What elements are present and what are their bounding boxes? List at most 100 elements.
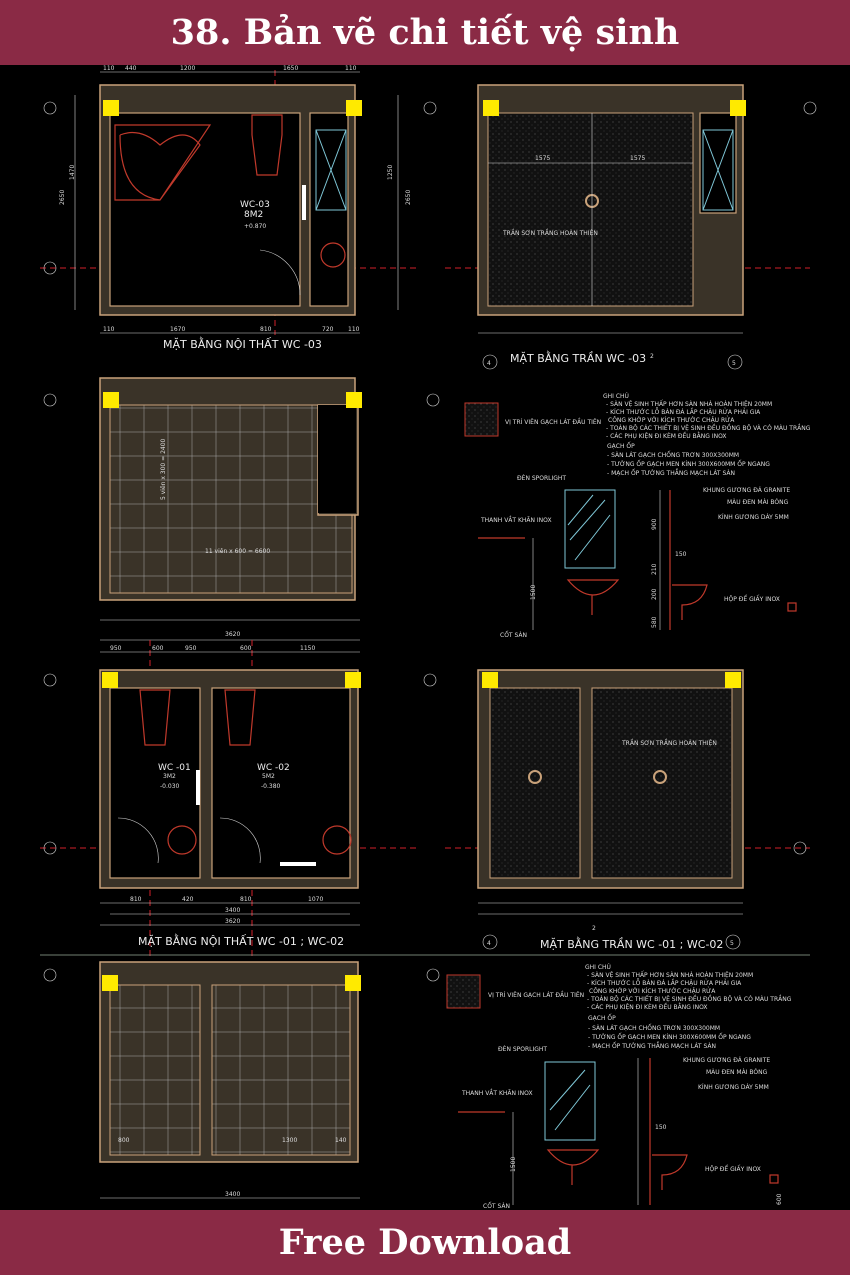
dim: 110 — [103, 326, 115, 333]
title-banner: 38. Bản vẽ chi tiết vệ sinh — [0, 0, 850, 65]
dim: 150 — [655, 1124, 667, 1131]
ceiling-note: TRẦN SƠN TRẮNG HOÀN THIỆN — [502, 229, 598, 237]
note-label: VỊ TRÍ VIÊN GẠCH LÁT ĐẦU TIÊN — [488, 991, 584, 999]
room-area: 8M2 — [244, 210, 263, 220]
callout: THANH VẮT KHĂN INOX — [461, 1089, 533, 1097]
free-download-label[interactable]: Free Download — [278, 1222, 572, 1263]
note-item: - CÁC PHỤ KIỆN ĐI KÈM ĐỀU BẰNG INOX — [606, 432, 727, 440]
dim: 600 — [776, 1193, 783, 1205]
wc0102-ceiling-plan: TRẦN SƠN TRẮNG HOÀN THIỆN 4 5 2 MẶT BẰNG… — [423, 669, 810, 951]
axis-marker: 4 — [487, 940, 491, 947]
room-level: -0.380 — [261, 783, 281, 790]
dim: 810 — [130, 896, 142, 903]
dim: 420 — [182, 896, 194, 903]
dim: 800 — [118, 1137, 130, 1144]
dim: 1250 — [387, 165, 394, 180]
dim: 1200 — [180, 65, 195, 72]
wc0102-interior-plan: WC -01 3M2 -0.030 WC -02 5M2 -0.380 950 … — [40, 640, 420, 960]
dim: 2650 — [405, 190, 412, 205]
room-name: WC-03 — [240, 200, 270, 210]
download-banner[interactable]: Free Download — [0, 1210, 850, 1275]
room-area: 5M2 — [262, 773, 275, 780]
room-name: WC -01 — [158, 763, 191, 773]
dim: 110 — [348, 326, 360, 333]
callout: KÍNH GƯƠNG DÀY 5MM — [718, 514, 789, 521]
dim: 720 — [322, 326, 334, 333]
dim: 200 — [651, 588, 658, 600]
note-item: - TƯỜNG ỐP GẠCH MEN KÍNH 300X600MM ỐP NG… — [588, 1033, 751, 1041]
dim: 1650 — [283, 65, 298, 72]
note-item: - TƯỜNG ỐP GẠCH MEN KÍNH 300X600MM ỐP NG… — [607, 460, 770, 468]
room-name: WC -02 — [257, 763, 290, 773]
section-marker: 2 — [650, 353, 654, 360]
dim: 810 — [260, 326, 272, 333]
dim: 810 — [240, 896, 252, 903]
wc03-ceiling-plan: 1575 1575 TRẦN SƠN TRẮNG HOÀN THIỆN 4 5 … — [423, 84, 817, 370]
plan-title: MẶT BẰNG NỘI THẤT WC -03 — [163, 337, 322, 351]
wc03-tile-plan: 11 viên x 600 = 6600 5 viên x 300 = 2400… — [43, 377, 440, 641]
notes-block-2: VỊ TRÍ VIÊN GẠCH LÁT ĐẦU TIÊN GHI CHÚ - … — [446, 964, 792, 1210]
callout: HỘP ĐỂ GIẤY INOX — [724, 595, 780, 603]
note-item: CÔNG KHỚP VỚI KÍCH THƯỚC CHẬU RỬA — [589, 987, 716, 995]
note-heading: GẠCH ỐP — [607, 442, 635, 450]
plan-title: MẶT BẰNG TRẦN WC -03 — [510, 351, 646, 365]
callout: CỐT SÀN — [500, 631, 527, 639]
note-item: - KÍCH THƯỚC LỖ BÀN ĐÁ LẮP CHẬU RỬA PHẢI… — [587, 979, 742, 987]
note-item: - SÀN LÁT GẠCH CHỐNG TRƠN 300X300MM — [588, 1024, 720, 1032]
dim: 1670 — [170, 326, 185, 333]
dim: 1575 — [630, 155, 645, 162]
cad-drawing-sheet: WC-03 8M2 +0.870 110 440 1200 1650 110 1… — [40, 65, 817, 1210]
note-item: - SÀN LÁT GẠCH CHỐNG TRƠN 300X300MM — [607, 451, 739, 459]
dim: 1300 — [282, 1137, 297, 1144]
callout: HỘP ĐỂ GIẤY INOX — [705, 1165, 761, 1173]
axis-marker: 4 — [487, 360, 491, 367]
section-marker: 2 — [592, 925, 596, 932]
note-label: VỊ TRÍ VIÊN GẠCH LÁT ĐẦU TIÊN — [505, 418, 601, 426]
dim: 110 — [345, 65, 357, 72]
dim: 2650 — [59, 190, 66, 205]
callout: ĐÈN SPORLIGHT — [498, 1045, 547, 1053]
note-heading: GẠCH ỐP — [588, 1014, 616, 1022]
note-heading: GHI CHÚ — [585, 964, 611, 971]
note-heading: GHI CHÚ — [603, 393, 629, 400]
axis-marker: 5 — [730, 940, 734, 947]
dim: 11 viên x 600 = 6600 — [205, 548, 270, 555]
callout: MÀU ĐEN MÀI BÓNG — [706, 1069, 768, 1076]
dim: 210 — [651, 563, 658, 575]
dim: 3400 — [225, 907, 240, 914]
dim: 950 — [185, 645, 197, 652]
callout: CỐT SÀN — [483, 1202, 510, 1210]
callout: THANH VẮT KHĂN INOX — [480, 516, 552, 524]
dim: 600 — [240, 645, 252, 652]
room-level: +0.870 — [244, 223, 266, 230]
room-level: -0.030 — [160, 783, 180, 790]
note-item: - MẠCH ỐP TƯỜNG THẲNG MẠCH LÁT SÀN — [607, 469, 735, 477]
note-item: - MẠCH ỐP TƯỜNG THẲNG MẠCH LÁT SÀN — [588, 1042, 716, 1050]
dim: 1575 — [535, 155, 550, 162]
dim: 580 — [651, 616, 658, 628]
dim: 3400 — [225, 1191, 240, 1198]
dim: 150 — [675, 551, 687, 558]
dim: 1070 — [308, 896, 323, 903]
dim: 1500 — [530, 585, 537, 600]
note-item: CÔNG KHỚP VỚI KÍCH THƯỚC CHẬU RỬA — [608, 416, 735, 424]
ceiling-note: TRẦN SƠN TRẮNG HOÀN THIỆN — [621, 739, 717, 747]
dim: 950 — [110, 645, 122, 652]
wc0102-tile-plan: 800 1300 140 3400 — [43, 961, 440, 1199]
dim: 600 — [152, 645, 164, 652]
dim: 3620 — [225, 918, 240, 925]
dim: 440 — [125, 65, 137, 72]
callout: KÍNH GƯƠNG DÀY 5MM — [698, 1084, 769, 1091]
note-item: - CÁC PHỤ KIỆN ĐI KÈM ĐỀU BẰNG INOX — [587, 1003, 708, 1011]
dim: 140 — [335, 1137, 347, 1144]
callout: MÀU ĐEN MÀI BÓNG — [727, 499, 789, 506]
dim: 900 — [651, 518, 658, 530]
wc03-interior-plan: WC-03 8M2 +0.870 110 440 1200 1650 110 1… — [40, 65, 420, 351]
dim: 1500 — [510, 1157, 517, 1172]
room-area: 3M2 — [163, 773, 176, 780]
plan-title: MẶT BẰNG NỘI THẤT WC -01 ; WC-02 — [138, 934, 344, 948]
axis-marker: 5 — [732, 360, 736, 367]
page-title: 38. Bản vẽ chi tiết vệ sinh — [170, 12, 680, 53]
note-item: - KÍCH THƯỚC LỖ BÀN ĐÁ LẮP CHẬU RỬA PHẢI… — [606, 408, 761, 416]
plan-title: MẶT BẰNG TRẦN WC -01 ; WC-02 — [540, 937, 723, 951]
